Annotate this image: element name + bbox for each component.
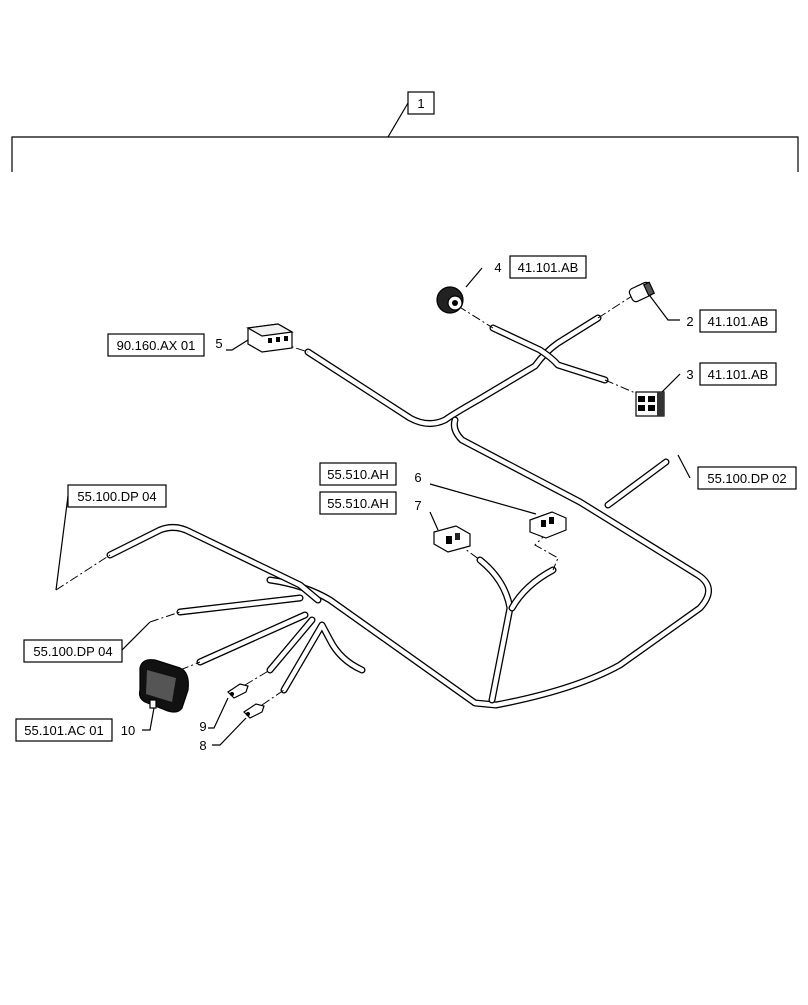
- callout-4-box: [509, 255, 587, 279]
- harness-sensor-branch: [476, 556, 557, 704]
- callout-10-number: 10: [121, 723, 135, 738]
- callout-item-8: 8: [199, 717, 247, 753]
- callout-item-4: 4 41.101.AB: [465, 255, 587, 288]
- callout-7-ref[interactable]: 55.510.AH: [327, 496, 388, 511]
- callout-item-2: 2 41.101.AB: [649, 295, 777, 333]
- assembly-item-number: 1: [417, 96, 424, 111]
- connector-7-icon: [433, 525, 471, 553]
- callout-6-ref[interactable]: 55.510.AH: [327, 467, 388, 482]
- callout-6-box: [319, 462, 397, 486]
- connector-5-icon: [246, 323, 294, 353]
- assembly-bracket: 1: [11, 91, 799, 172]
- harness-cables: [106, 314, 712, 709]
- callout-dp02-box: [697, 466, 797, 490]
- harness-main-trunk: [266, 314, 712, 709]
- callout-2-box: [699, 309, 777, 333]
- connector-2-icon: [628, 281, 656, 303]
- callout-item-5: 5 90.160.AX 01: [107, 333, 249, 357]
- callout-dp04-bottom-ref[interactable]: 55.100.DP 04: [33, 644, 112, 659]
- callout-item-6: 6 55.510.AH: [319, 462, 537, 515]
- terminal-8-icon: [243, 703, 265, 719]
- callout-item-9: 9: [199, 697, 229, 734]
- callout-dp02-ref[interactable]: 55.100.DP 02: [707, 471, 786, 486]
- callout-connection-dp04-top: 55.100.DP 04: [55, 484, 167, 591]
- callout-3-ref[interactable]: 41.101.AB: [708, 367, 769, 382]
- callout-item-7: 7 55.510.AH: [319, 491, 439, 531]
- callout-connection-dp02: 55.100.DP 02: [677, 454, 797, 490]
- callout-5-number: 5: [215, 336, 222, 351]
- callout-10-box: [15, 718, 113, 742]
- callout-5-box: [107, 333, 205, 357]
- callout-9-number: 9: [199, 719, 206, 734]
- callout-6-number: 6: [414, 470, 421, 485]
- callout-item-3: 3 41.101.AB: [661, 362, 777, 393]
- harness-left-branch: [106, 523, 366, 694]
- callout-7-box: [319, 491, 397, 515]
- terminal-9-icon: [227, 683, 249, 699]
- callout-4-ref[interactable]: 41.101.AB: [518, 260, 579, 275]
- callout-5-ref[interactable]: 90.160.AX 01: [117, 338, 196, 353]
- callout-3-number: 3: [686, 367, 693, 382]
- callout-3-box: [699, 362, 777, 386]
- callout-item-10: 10 55.101.AC 01: [15, 707, 155, 742]
- callout-dp04-top-box: [67, 484, 167, 508]
- callout-8-number: 8: [199, 738, 206, 753]
- connector-3-icon: [635, 391, 665, 417]
- callout-2-number: 2: [686, 314, 693, 329]
- connector-6-icon: [529, 511, 567, 539]
- callout-4-number: 4: [494, 260, 501, 275]
- callout-dp04-bottom-box: [23, 639, 123, 663]
- assembly-item-box: [407, 91, 435, 115]
- callout-dp04-top-ref[interactable]: 55.100.DP 04: [77, 489, 156, 504]
- callout-2-ref[interactable]: 41.101.AB: [708, 314, 769, 329]
- callout-10-ref[interactable]: 55.101.AC 01: [24, 723, 104, 738]
- connector-4-icon: [436, 286, 464, 314]
- connector-10-icon: [138, 659, 189, 713]
- callout-7-number: 7: [414, 498, 421, 513]
- callout-connection-dp04-bottom: 55.100.DP 04: [23, 621, 151, 663]
